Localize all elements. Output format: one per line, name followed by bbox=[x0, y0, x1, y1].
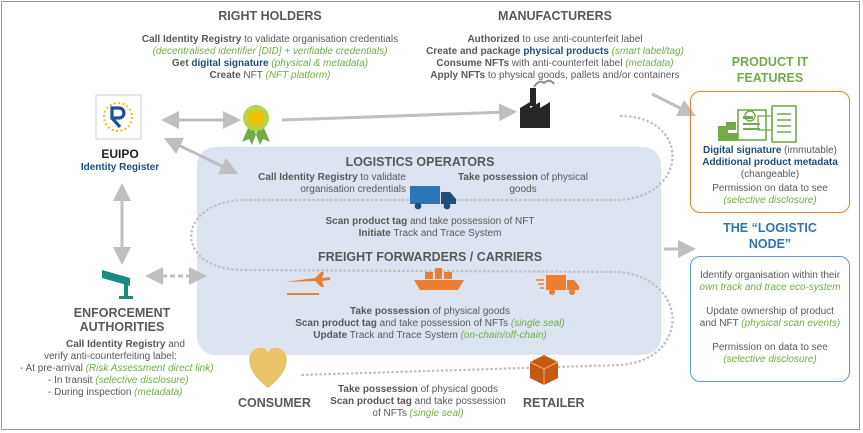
logistic-node-line-6: (selective disclosure) bbox=[723, 354, 817, 365]
right-holders-title: RIGHT HOLDERS bbox=[218, 9, 322, 23]
logistics-initiate: Initiate Track and Trace System bbox=[358, 228, 502, 239]
freight-line-2: Scan product tag and take possession of … bbox=[295, 318, 565, 329]
delivery-truck-icon bbox=[536, 275, 579, 295]
retailer-line-2: Scan product tag and take possession bbox=[330, 396, 506, 407]
enforcement-title-2: AUTHORITIES bbox=[79, 320, 165, 334]
consumer-title: CONSUMER bbox=[238, 396, 311, 410]
logistic-node-line-5: Permission on data to see bbox=[712, 342, 828, 353]
freight-line-3: Update Track and Trace System (on-chain/… bbox=[313, 330, 547, 341]
enforcement-line-2: verify anti-counterfeiting label: bbox=[44, 351, 177, 362]
retailer-line-3: of NFTs (single seal) bbox=[372, 408, 464, 419]
product-features-line-3: (changeable) bbox=[740, 169, 800, 180]
logistic-node-line-4: and NFT (physical scan events) bbox=[699, 318, 841, 329]
product-features-line-5: (selective disclosure) bbox=[723, 195, 817, 206]
enforcement-line-5: - During inspection (metadata) bbox=[48, 387, 183, 398]
arrow-rightholders-manufacturers bbox=[281, 103, 517, 122]
truck-icon bbox=[410, 186, 456, 210]
logistics-operators-title: LOGISTICS OPERATORS bbox=[345, 155, 495, 169]
logistic-node-line-3: Update ownership of product bbox=[706, 306, 834, 317]
product-features-line-1: Digital signature (immutable) bbox=[703, 145, 837, 156]
factory-icon bbox=[520, 79, 555, 128]
right-holders-line-2: (decentralised identifier [DID] + verifi… bbox=[152, 46, 388, 57]
product-features-icon bbox=[718, 105, 797, 143]
logistic-node-box bbox=[690, 256, 850, 382]
logistic-node-line-2: own track and trace eco-system bbox=[699, 282, 841, 293]
award-badge-icon bbox=[242, 105, 270, 145]
ship-icon bbox=[414, 268, 464, 290]
product-features-box bbox=[690, 91, 850, 213]
flow-path bbox=[190, 114, 674, 377]
manufacturers-title: MANUFACTURERS bbox=[498, 9, 612, 23]
manufacturers-line-2: Create and package physical products (sm… bbox=[426, 46, 684, 57]
euipo-title: EUIPO bbox=[101, 147, 139, 161]
airplane-icon bbox=[285, 272, 330, 295]
enforcement-title-1: ENFORCEMENT bbox=[73, 306, 171, 320]
right-holders-line-3: Get digital signature (physical & metada… bbox=[171, 58, 369, 69]
enforcement-line-4: - In transit (selective disclosure) bbox=[48, 375, 189, 386]
heart-icon bbox=[249, 347, 287, 388]
right-holders-line-4: Create NFT (NFT platform) bbox=[209, 70, 331, 81]
freight-line-1: Take possession of physical goods bbox=[350, 306, 510, 317]
product-features-line-4: Permission on data to see bbox=[712, 183, 828, 194]
logistic-node-title-2: NODE” bbox=[748, 237, 792, 251]
logistic-node-title-1: THE “LOGISTIC bbox=[723, 221, 817, 235]
manufacturers-line-3: Consume NFTs with anti-counterfeit label… bbox=[436, 58, 674, 69]
enforcement-line-1: Call Identity Registry and bbox=[66, 339, 185, 350]
package-box-icon bbox=[529, 355, 559, 385]
enforcement-line-3: - At pre-arrival (Risk Assessment direct… bbox=[20, 363, 214, 374]
logistics-scan-tag: Scan product tag and take possession of … bbox=[325, 216, 535, 227]
arrow-euipo-logistics bbox=[163, 137, 239, 175]
logistic-node-line-1: Identify organisation within their bbox=[699, 270, 841, 281]
product-features-line-2: Additional product metadata bbox=[702, 157, 838, 168]
retailer-title: RETAILER bbox=[523, 396, 585, 410]
retailer-line-1: Take possession of physical goods bbox=[338, 384, 498, 395]
euipo-subtitle: Identity Register bbox=[80, 162, 160, 173]
surveillance-camera-icon bbox=[102, 270, 133, 299]
arrow-to-product-features bbox=[651, 92, 697, 117]
manufacturers-line-4: Apply NFTs to physical goods, pallets an… bbox=[430, 70, 680, 81]
manufacturers-line-1: Authorized to use anti-counterfeit label bbox=[467, 34, 643, 45]
freight-title: FREIGHT FORWARDERS / CARRIERS bbox=[317, 250, 543, 264]
euipo-logo-icon bbox=[95, 94, 142, 140]
product-features-title-2: FEATURES bbox=[736, 71, 804, 85]
right-holders-line-1: Call Identity Registry to validate organ… bbox=[141, 34, 399, 45]
product-features-title-1: PRODUCT IT bbox=[731, 55, 809, 69]
